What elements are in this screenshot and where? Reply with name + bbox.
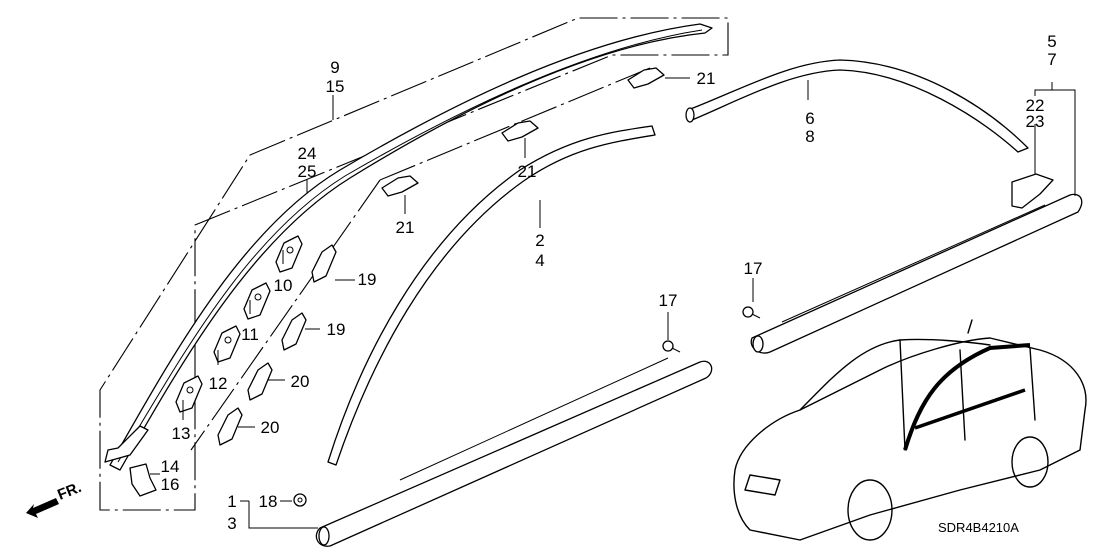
clip-10[interactable] bbox=[275, 235, 303, 273]
screw-17-front[interactable] bbox=[662, 340, 681, 353]
callout-1: 1 bbox=[227, 492, 236, 511]
clip-20-lower[interactable] bbox=[217, 407, 243, 446]
group-outline-clips bbox=[379, 67, 651, 181]
callout-5: 5 bbox=[1047, 32, 1056, 51]
callout-8: 8 bbox=[805, 127, 814, 146]
front-direction-arrow bbox=[26, 498, 59, 518]
clip-21-right[interactable] bbox=[627, 67, 665, 89]
clip-11[interactable] bbox=[243, 282, 271, 320]
callout-16: 16 bbox=[161, 475, 180, 494]
clip-20-upper[interactable] bbox=[247, 362, 273, 401]
callout-15: 15 bbox=[326, 77, 345, 96]
callout-25: 25 bbox=[298, 162, 317, 181]
callout-23: 23 bbox=[1026, 112, 1045, 131]
rear-door-sash-molding[interactable] bbox=[685, 59, 1029, 153]
callout-22: 22 bbox=[1026, 96, 1045, 115]
front-door-molding[interactable] bbox=[315, 357, 713, 547]
callout-21-mid: 21 bbox=[518, 162, 537, 181]
callout-13: 13 bbox=[172, 424, 191, 443]
callout-14: 14 bbox=[161, 457, 180, 476]
callout-20-lower: 20 bbox=[261, 418, 280, 437]
callout-7: 7 bbox=[1047, 50, 1056, 69]
callout-17-rear: 17 bbox=[744, 259, 763, 278]
leader-lines bbox=[150, 77, 1076, 529]
screw-17-rear[interactable] bbox=[742, 306, 761, 319]
callout-18: 18 bbox=[259, 492, 278, 511]
callout-20-upper: 20 bbox=[291, 372, 310, 391]
callout-10: 10 bbox=[274, 276, 293, 295]
callout-21-left: 21 bbox=[396, 218, 415, 237]
callout-4: 4 bbox=[535, 251, 544, 270]
clip-19-upper[interactable] bbox=[311, 244, 337, 283]
callout-19-upper: 19 bbox=[358, 270, 377, 289]
clip-13[interactable] bbox=[175, 375, 203, 413]
clip-18[interactable] bbox=[293, 493, 307, 507]
roof-molding[interactable] bbox=[104, 23, 713, 471]
callout-21-right: 21 bbox=[697, 69, 716, 88]
end-bracket-22-23[interactable] bbox=[1011, 173, 1054, 209]
callout-2: 2 bbox=[535, 231, 544, 250]
clip-12[interactable] bbox=[213, 325, 241, 363]
drawing-code: SDR4B4210A bbox=[938, 520, 1019, 535]
roof-molding-end-cap bbox=[104, 425, 149, 463]
clip-21-left[interactable] bbox=[381, 175, 419, 197]
callout-12: 12 bbox=[209, 374, 228, 393]
callout-17-front: 17 bbox=[659, 291, 678, 310]
callout-24: 24 bbox=[298, 144, 317, 163]
clip-14-16[interactable] bbox=[129, 463, 157, 497]
group-outline-roof-molding bbox=[99, 17, 729, 511]
front-door-sash-molding[interactable] bbox=[327, 125, 656, 466]
clip-19-lower[interactable] bbox=[281, 312, 307, 351]
callout-11: 11 bbox=[241, 325, 259, 344]
clip-21-mid[interactable] bbox=[501, 120, 539, 142]
callout-19-lower: 19 bbox=[327, 320, 346, 339]
callout-9: 9 bbox=[330, 58, 339, 77]
vehicle-illustration bbox=[733, 319, 1087, 541]
front-direction-label: FR. bbox=[55, 479, 84, 504]
rear-door-molding[interactable] bbox=[750, 193, 1083, 354]
callout-6: 6 bbox=[805, 109, 814, 128]
callout-3: 3 bbox=[227, 514, 236, 533]
